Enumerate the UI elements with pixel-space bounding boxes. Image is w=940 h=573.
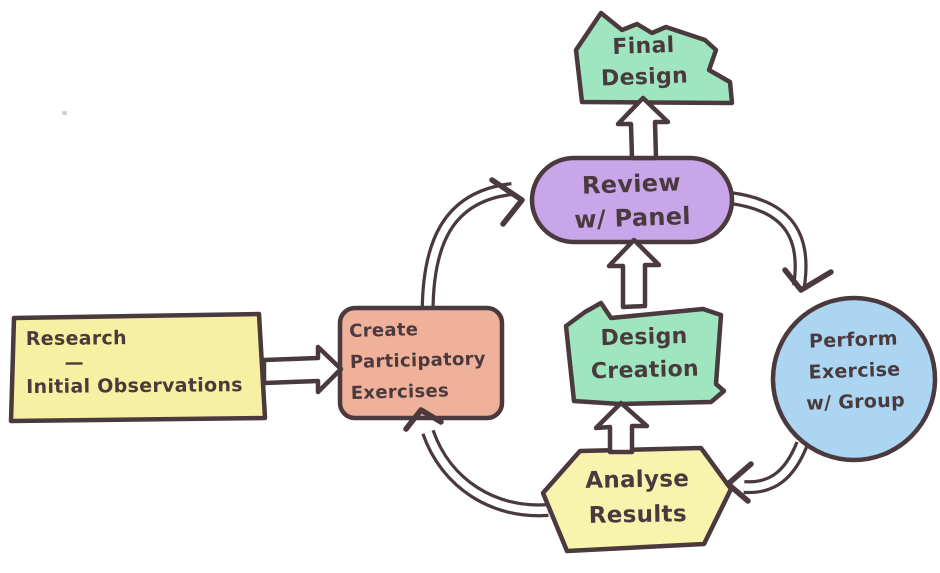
edge-perform-to-analyse — [743, 441, 809, 495]
node-analyse-shape — [540, 445, 734, 554]
edge-review-to-perform — [729, 191, 808, 288]
edge-analyse-to-create — [421, 429, 549, 518]
edge-review-to-perform-inner — [729, 194, 805, 287]
edge-review-to-final-arrow — [615, 95, 671, 161]
edge-review-to-perform-arrowhead — [782, 267, 834, 293]
node-review-shape — [529, 155, 735, 245]
edge-analyse-to-create-arrowhead — [403, 407, 444, 432]
edge-perform-to-analyse-arrowhead — [725, 461, 754, 504]
edge-research-to-create-arrow — [261, 344, 344, 395]
edge-analyse-to-create-inner — [424, 430, 549, 515]
edge-perform-to-analyse-inner — [743, 442, 806, 491]
node-design-creation-shape — [563, 300, 727, 407]
node-final-design-shape — [573, 10, 735, 106]
node-perform-shape — [770, 295, 938, 463]
node-create-shape — [337, 305, 505, 421]
scan-speck — [62, 111, 67, 115]
edge-create-to-review — [420, 182, 513, 331]
edge-create-to-review-arrowhead — [489, 177, 525, 227]
node-research-shape — [8, 311, 268, 424]
edge-create-to-review-inner — [423, 185, 513, 331]
edge-design-to-review-arrow — [606, 237, 662, 310]
edge-analyse-to-design-arrow — [593, 400, 650, 455]
